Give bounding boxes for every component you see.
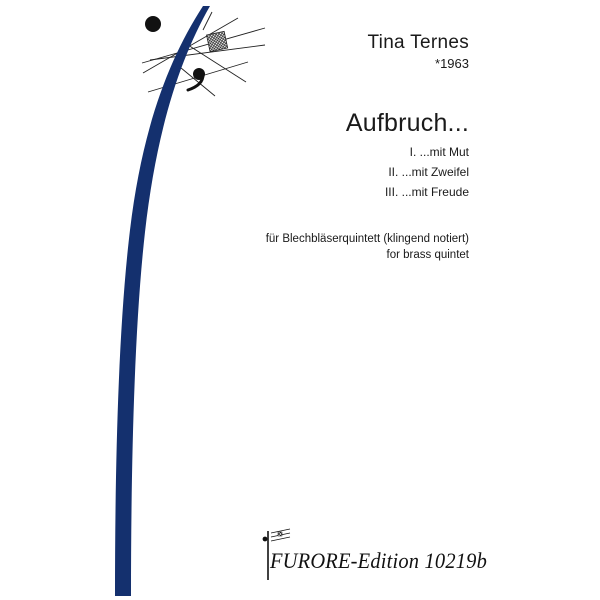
composer-birth-year: *1963	[435, 56, 469, 71]
composer-block: Tina Ternes *1963	[367, 32, 469, 72]
publisher-name: FURORE-Edition 10219b	[270, 548, 488, 573]
instrumentation-block: für Blechbläserquintett (klingend notier…	[266, 231, 469, 263]
instrumentation-english: for brass quintet	[386, 249, 469, 261]
title-block: Aufbruch... I. ...mit Mut II. ...mit Zwe…	[346, 108, 469, 202]
hatched-note-square	[206, 30, 229, 53]
quarter-rest-icon	[186, 68, 205, 92]
movement-item: II. ...mit Zweifel	[388, 165, 469, 179]
publisher-logo-icon	[262, 528, 291, 580]
movement-item: III. ...mit Freude	[384, 185, 469, 199]
publisher-block: FURORE-Edition 10219b	[257, 525, 487, 585]
composer-name: Tina Ternes	[367, 32, 469, 53]
instrumentation-german: für Blechbläserquintett (klingend notier…	[265, 233, 469, 245]
work-title: Aufbruch...	[345, 109, 469, 137]
note-head-dot	[145, 16, 161, 32]
movement-list: I. ...mit Mut II. ...mit Zweifel III. ..…	[346, 142, 469, 202]
movement-item: I. ...mit Mut	[409, 145, 469, 159]
musical-note-stem-graphic	[115, 6, 210, 596]
